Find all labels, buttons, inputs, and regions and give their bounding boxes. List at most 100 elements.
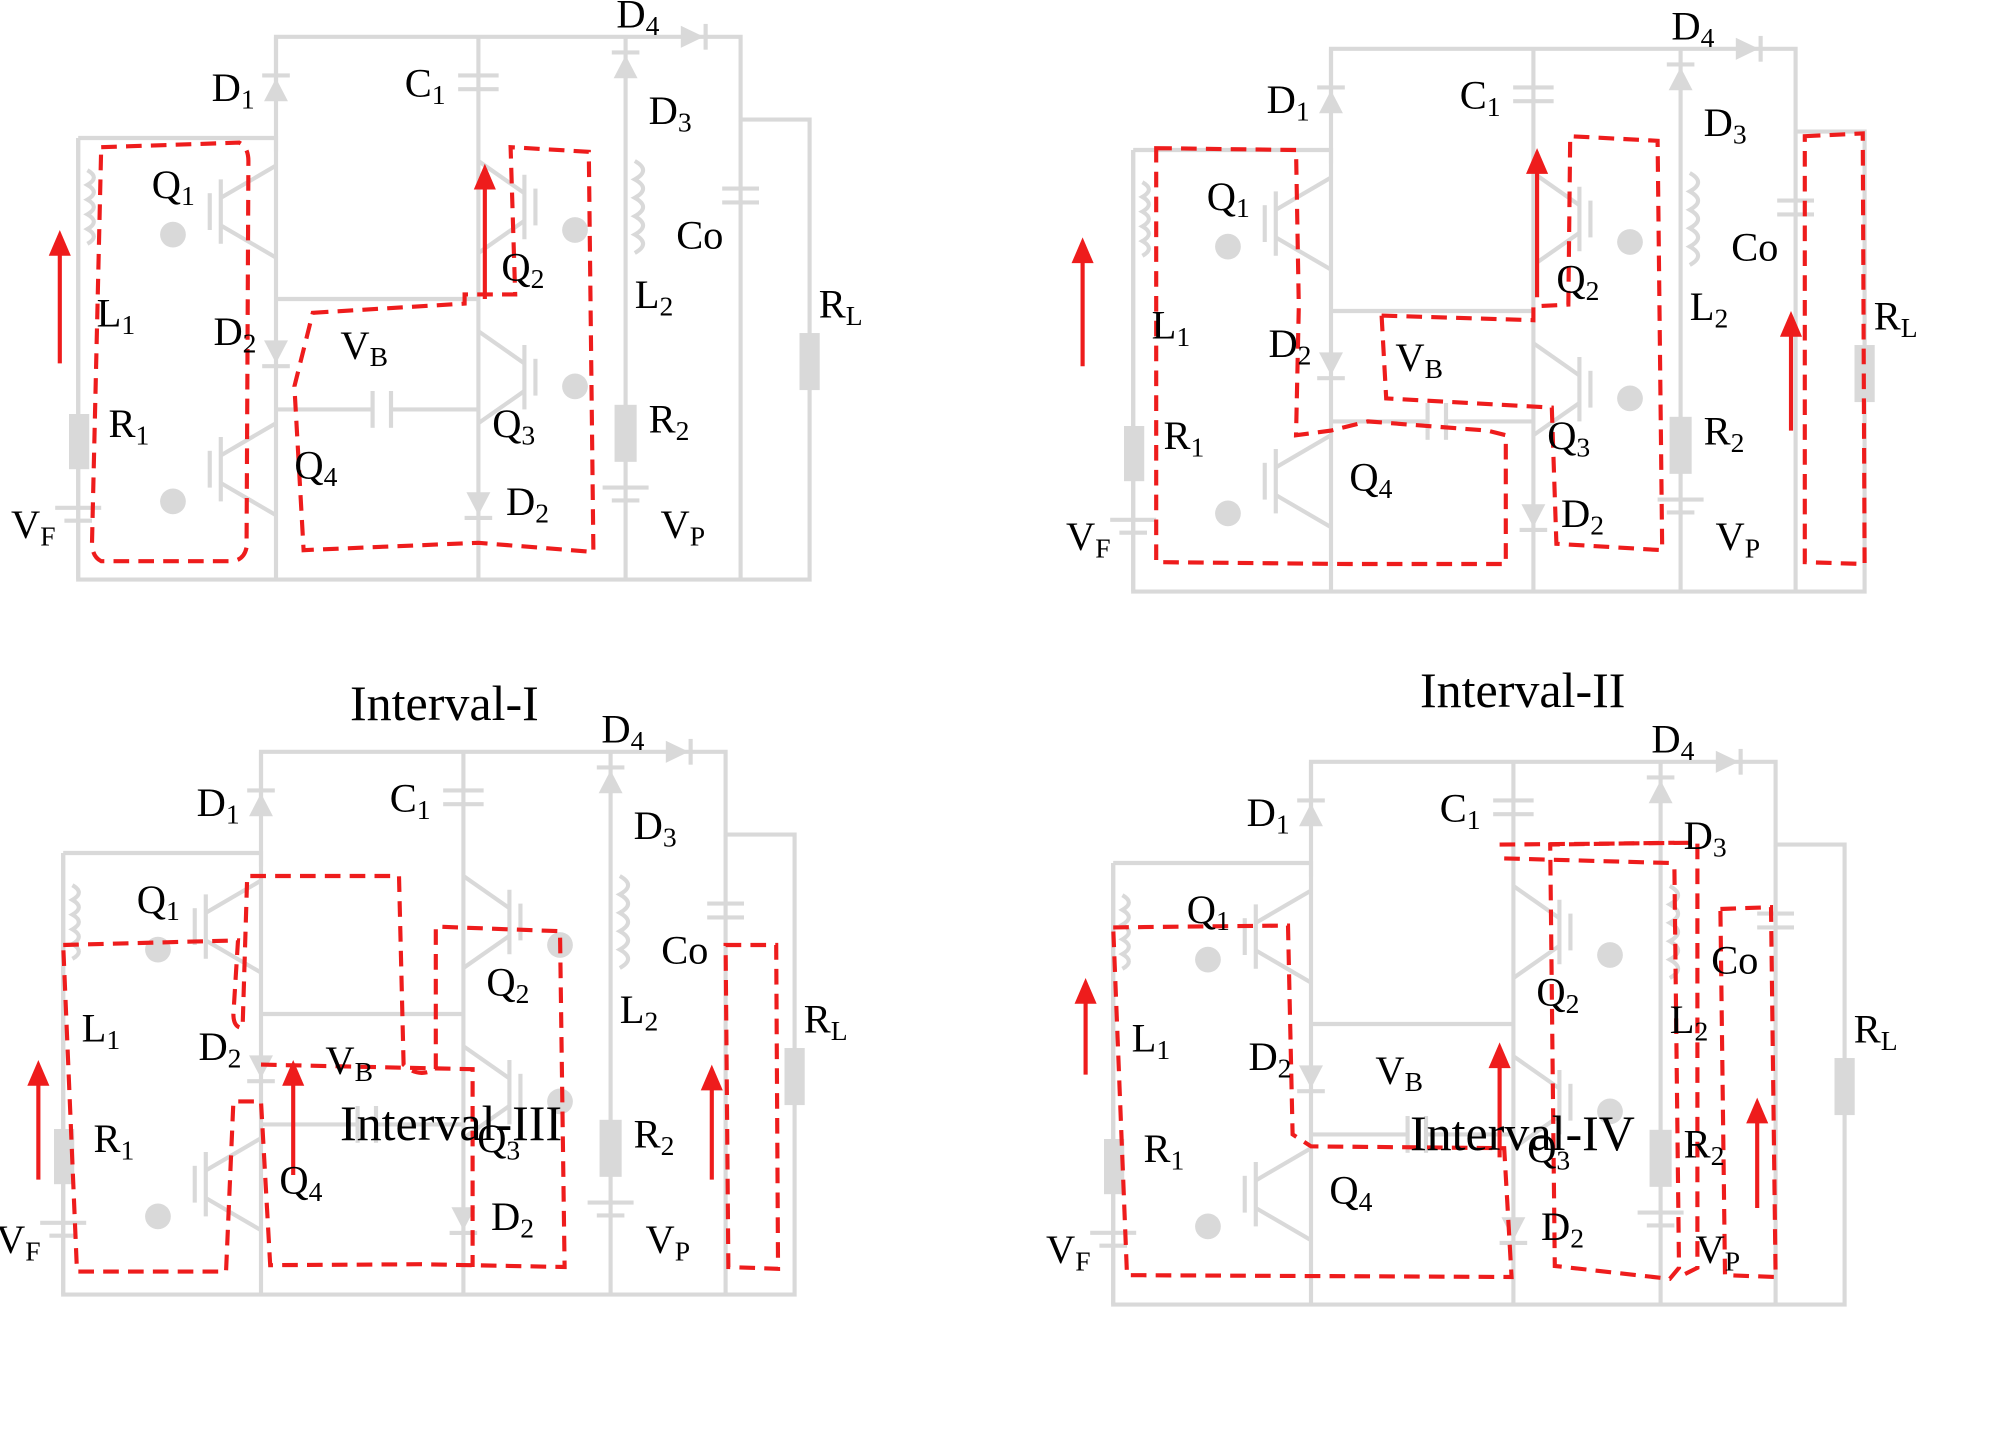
label-d3: D3 [1684,813,1727,862]
label-d3: D3 [634,803,677,852]
arrowhead-icon [48,230,71,256]
label-d2a: D2 [198,1024,241,1073]
current-path-loop [1379,134,1665,553]
current-path-loop [723,942,781,1271]
label-rl: RL [804,996,848,1045]
label-rl: RL [819,281,863,330]
interval-title: Interval-II [1420,662,1625,718]
label-vp: VP [646,1217,691,1266]
interval-title: Interval-I [350,675,539,731]
arrowhead-icon [1488,1042,1511,1069]
current-path-loop [1499,840,1700,1279]
label-c1: C1 [1460,73,1501,122]
label-q3: Q3 [477,1116,520,1165]
label-r1: R1 [1144,1126,1185,1175]
current-path-loop [1802,131,1867,567]
label-vf: VF [1046,1227,1091,1276]
arrowhead-icon [1779,311,1803,337]
arrowhead-icon [1074,978,1097,1004]
label-d3: D3 [649,88,692,137]
label-vb: VB [1395,335,1443,384]
label-d1: D1 [1247,790,1290,839]
label-d2b: D2 [506,479,549,528]
label-r1: R1 [1164,413,1205,462]
label-q2: Q2 [1536,970,1579,1019]
label-co: Co [1731,224,1778,269]
arrowhead-icon [1071,237,1094,264]
label-c1: C1 [1440,786,1481,835]
current-path-loop [292,145,596,555]
label-q4: Q4 [279,1157,322,1206]
label-l2: L2 [635,272,674,321]
label-q3: Q3 [1547,413,1590,462]
current-path-loop [1111,923,1514,1280]
label-q2: Q2 [501,245,544,294]
current-path-loop [1154,146,1508,567]
label-l2: L2 [1670,997,1709,1046]
label-r2: R2 [1704,408,1745,457]
label-d4: D4 [1651,717,1694,766]
label-vb: VB [340,323,388,372]
label-d1: D1 [212,65,255,114]
label-d1: D1 [1267,77,1310,126]
label-rl: RL [1854,1006,1898,1055]
current-path-loop [1504,840,1682,1282]
arrowhead-icon [1746,1097,1769,1124]
current-path-loop [61,873,567,1274]
label-c1: C1 [390,776,431,825]
label-vp: VP [1716,514,1761,563]
label-q4: Q4 [294,442,337,491]
label-q1: Q1 [1187,887,1230,936]
label-l1: L1 [82,1006,121,1055]
label-q1: Q1 [152,162,195,211]
label-co: Co [661,927,708,972]
label-l2: L2 [620,987,659,1036]
label-vb: VB [1375,1048,1423,1097]
label-q4: Q4 [1329,1167,1372,1216]
label-l2: L2 [1690,284,1729,333]
current-path-loop [89,140,251,564]
label-vf: VF [1066,514,1111,563]
label-r1: R1 [109,401,150,450]
label-q3: Q3 [492,401,535,450]
label-co: Co [1711,937,1758,982]
label-l1: L1 [97,291,136,340]
label-d2a: D2 [1248,1034,1291,1083]
label-d2b: D2 [1561,491,1604,540]
label-d2b: D2 [491,1194,534,1243]
label-d2a: D2 [213,309,256,358]
label-d3: D3 [1704,100,1747,149]
label-d2b: D2 [1541,1204,1584,1253]
label-c1: C1 [405,61,446,110]
arrowhead-icon [473,163,496,190]
label-r2: R2 [1684,1121,1725,1170]
interval-title: Interval-III [340,1095,562,1151]
label-r2: R2 [649,396,690,445]
label-d1: D1 [197,780,240,829]
label-q1: Q1 [1207,174,1250,223]
label-vp: VP [661,502,706,551]
label-q1: Q1 [137,877,180,926]
label-d4: D4 [616,0,659,41]
current-path-loop [260,1062,475,1268]
arrowhead-icon [700,1064,723,1091]
label-vf: VF [0,1217,41,1266]
label-q2: Q2 [486,960,529,1009]
label-vb: VB [325,1038,373,1087]
arrowhead-icon [282,1060,305,1086]
label-d4: D4 [601,707,644,756]
label-l1: L1 [1132,1016,1171,1065]
label-d4: D4 [1671,4,1714,53]
label-vf: VF [11,502,56,551]
arrowhead-icon [1526,148,1549,174]
interval-title: Interval-IV [1410,1105,1635,1161]
label-vp: VP [1696,1227,1741,1276]
arrowhead-icon [27,1060,50,1086]
label-q2: Q2 [1556,257,1599,306]
